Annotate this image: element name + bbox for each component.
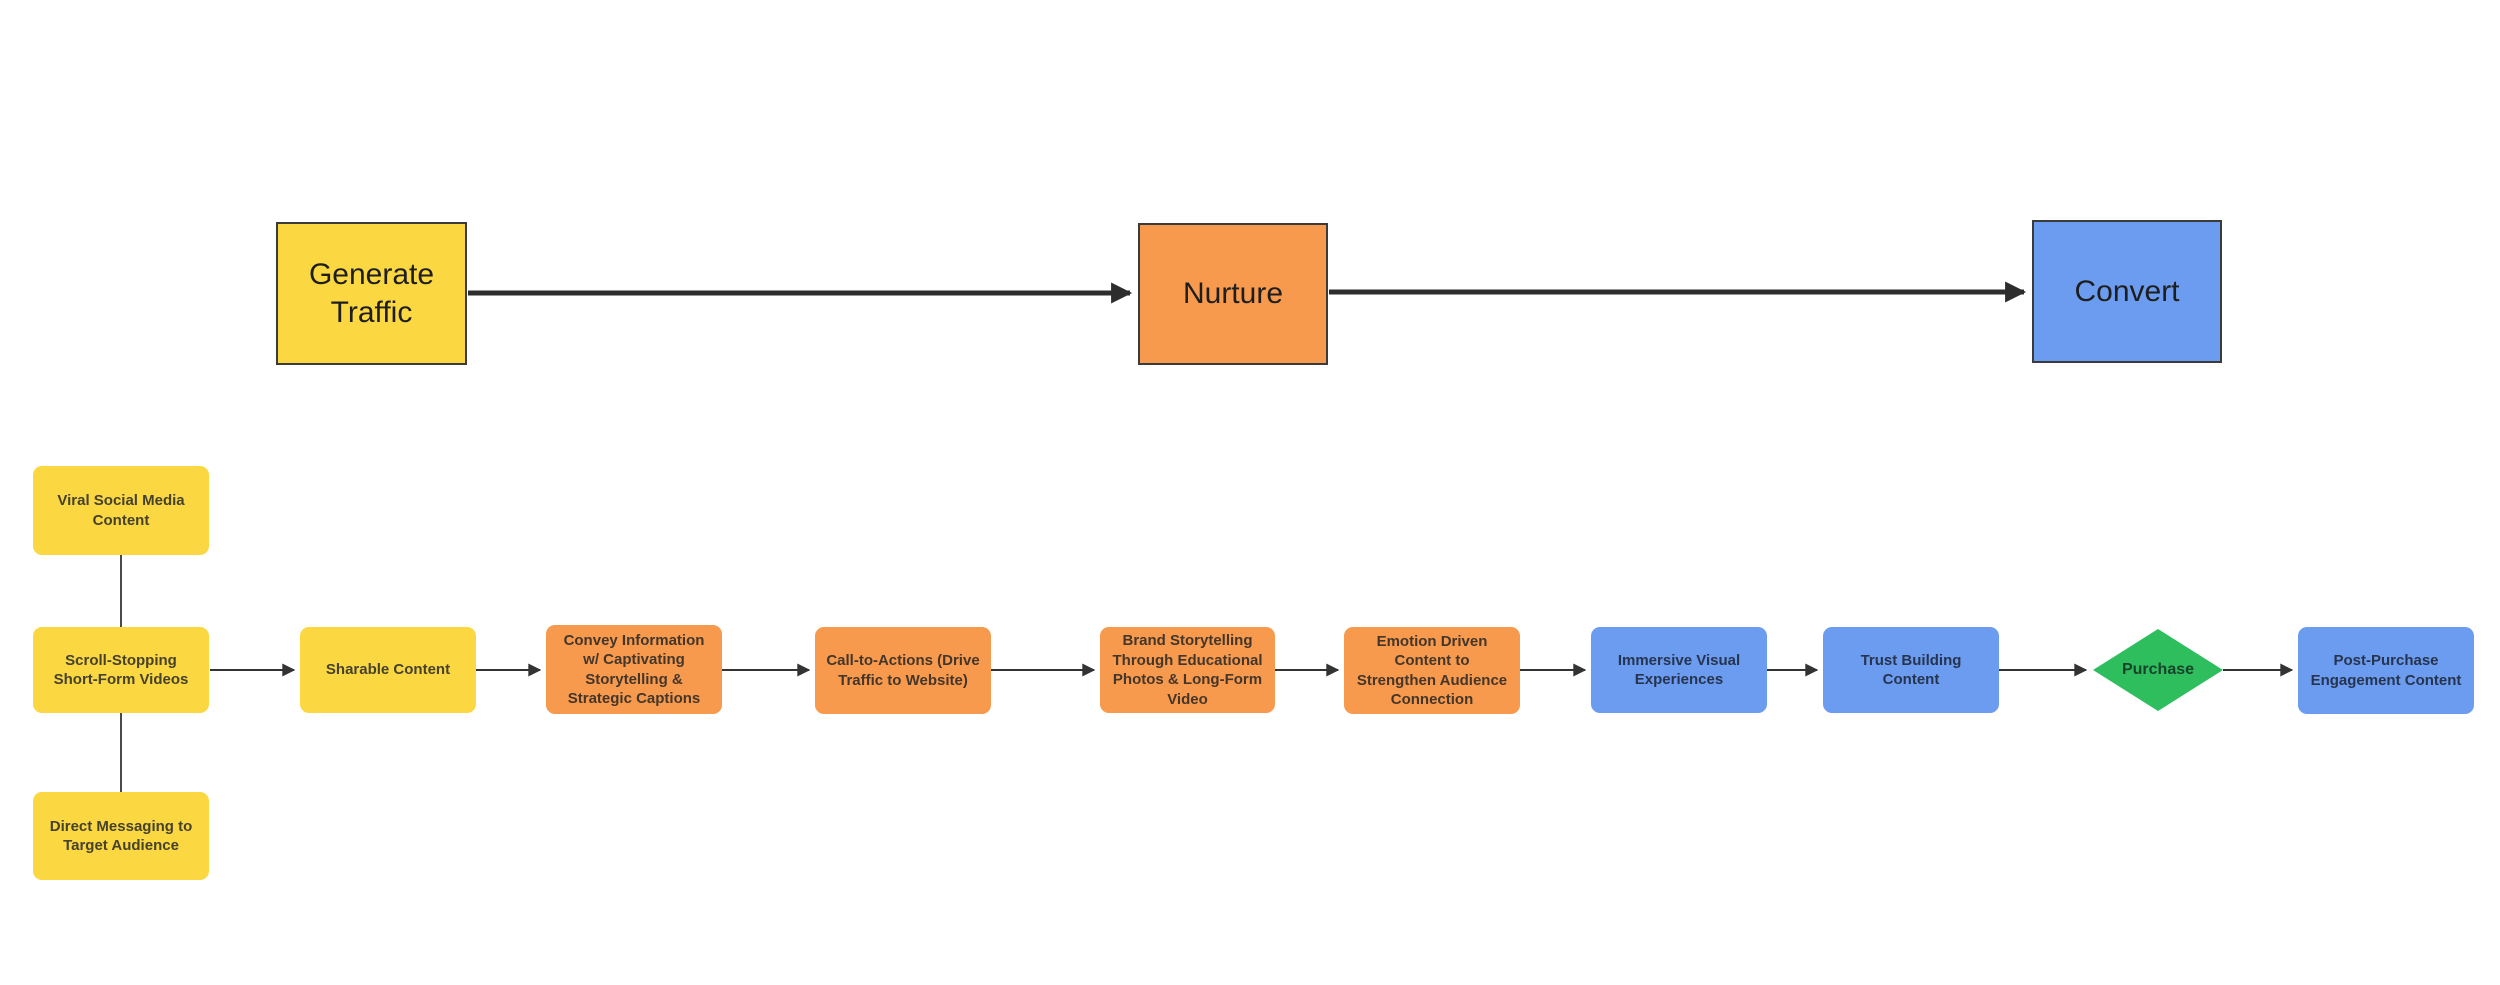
node-viral-social[interactable]: Viral Social Media Content xyxy=(33,466,209,555)
node-convey-information-label: Convey Information w/ Captivating Storyt… xyxy=(563,631,705,708)
node-convert[interactable]: Convert xyxy=(2032,220,2222,363)
node-convey-information[interactable]: Convey Information w/ Captivating Storyt… xyxy=(546,625,722,714)
node-post-purchase[interactable]: Post-Purchase Engagement Content xyxy=(2298,627,2474,714)
node-post-purchase-label: Post-Purchase Engagement Content xyxy=(2310,652,2462,689)
node-trust-building[interactable]: Trust Building Content xyxy=(1823,627,1999,713)
node-scroll-stopping[interactable]: Scroll-Stopping Short-Form Videos xyxy=(33,627,209,713)
node-immersive-visual[interactable]: Immersive Visual Experiences xyxy=(1591,627,1767,713)
node-call-to-actions-label: Call-to-Actions (Drive Traffic to Websit… xyxy=(826,652,980,689)
node-emotion-driven[interactable]: Emotion Driven Content to Strengthen Aud… xyxy=(1344,627,1520,714)
node-sharable-content-label: Sharable Content xyxy=(325,661,451,679)
node-purchase-label: Purchase xyxy=(2121,660,2195,678)
node-purchase[interactable]: Purchase xyxy=(2093,629,2223,711)
node-trust-building-label: Trust Building Content xyxy=(1860,651,1962,689)
node-scroll-stopping-label: Scroll-Stopping Short-Form Videos xyxy=(53,651,189,689)
node-call-to-actions[interactable]: Call-to-Actions (Drive Traffic to Websit… xyxy=(815,627,991,714)
node-viral-social-label: Viral Social Media Content xyxy=(57,492,185,529)
node-immersive-visual-label: Immersive Visual Experiences xyxy=(1617,651,1741,689)
node-direct-messaging[interactable]: Direct Messaging to Target Audience xyxy=(33,792,209,880)
node-direct-messaging-label: Direct Messaging to Target Audience xyxy=(49,817,193,855)
node-sharable-content[interactable]: Sharable Content xyxy=(300,627,476,713)
node-convert-label: Convert xyxy=(2074,274,2180,308)
node-nurture[interactable]: Nurture xyxy=(1138,223,1328,365)
node-generate-traffic[interactable]: Generate Traffic xyxy=(276,222,467,365)
node-brand-storytelling-label: Brand Storytelling Through Educational P… xyxy=(1112,632,1263,708)
node-brand-storytelling[interactable]: Brand Storytelling Through Educational P… xyxy=(1100,627,1275,713)
node-nurture-label: Nurture xyxy=(1182,277,1284,311)
node-generate-traffic-label: Generate Traffic xyxy=(308,258,435,329)
node-emotion-driven-label: Emotion Driven Content to Strengthen Aud… xyxy=(1356,632,1508,709)
